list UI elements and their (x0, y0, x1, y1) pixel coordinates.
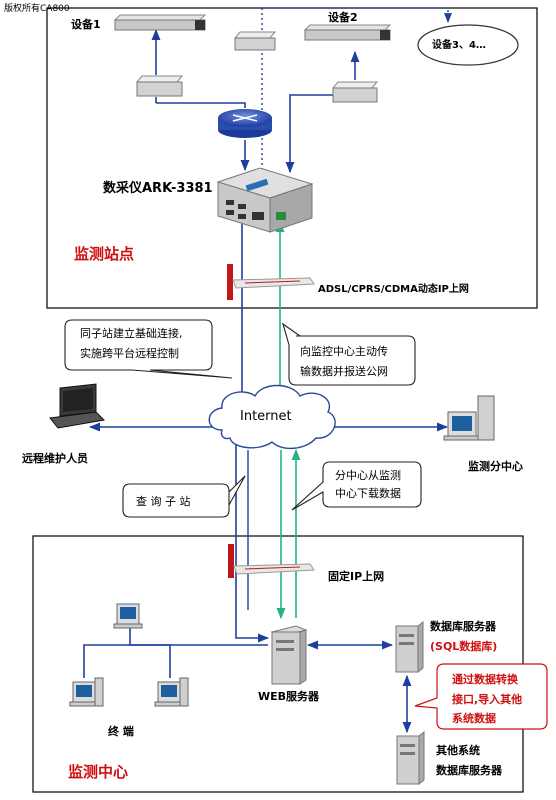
internet-cloud-icon (208, 384, 336, 449)
callout-sub-download-line2: 中心下载数据 (335, 486, 401, 500)
collector-label: 数采仪ARK-3381 (103, 180, 213, 196)
firewall-bottom-icon (228, 544, 315, 578)
other-system-line2: 数据库服务器 (436, 763, 503, 777)
center-title: 监测中心 (68, 763, 128, 781)
callout-push-data-line1: 向监控中心主动传 (300, 344, 388, 358)
devices-more-bubble (417, 24, 519, 66)
convert-line2: 接口,导入其他 (452, 692, 522, 706)
switch-right-icon (331, 81, 379, 103)
subcenter-label: 监测分中心 (468, 459, 523, 473)
web-server-label: WEB服务器 (258, 689, 320, 703)
other-system-line1: 其他系统 (436, 743, 480, 757)
uplink-label: ADSL/CPRS/CDMA动态IP上网 (318, 282, 469, 295)
station-links (151, 28, 360, 174)
db-sql-label: (SQL数据库) (430, 639, 497, 653)
db-server-label: 数据库服务器 (430, 619, 497, 633)
terminal-icon (113, 603, 143, 629)
callout-push-data (282, 322, 416, 386)
callout-convert (414, 663, 548, 730)
terminal-label: 终 端 (108, 724, 134, 738)
callout-same-station-line2: 实施跨平台远程控制 (80, 346, 179, 360)
callout-sub-download-line1: 分中心从监测 (335, 469, 401, 482)
switch-left-icon (135, 75, 184, 97)
main-links (83, 220, 449, 734)
callout-sub-download (291, 461, 422, 511)
convert-line3: 系统数据 (452, 711, 496, 725)
router-icon (218, 109, 272, 138)
laptop-icon (49, 383, 106, 429)
web-server-icon (270, 625, 308, 685)
callout-same-station-line1: 同子站建立基础连接, (80, 326, 183, 340)
other-db-server-icon (396, 730, 425, 786)
terminal-icon (69, 677, 104, 707)
terminal-icon (154, 677, 189, 707)
callout-push-data-line2: 输数据并报送公网 (300, 364, 388, 378)
dotted-link (261, 7, 452, 170)
devices-more-label: 设备3、4… (432, 38, 486, 51)
station-title: 监测站点 (74, 245, 134, 263)
callout-same-station (64, 319, 233, 379)
collector-icon (216, 167, 314, 233)
callout-query-label: 查 询 子 站 (136, 494, 191, 508)
convert-line1: 通过数据转换 (452, 672, 519, 686)
callout-query (122, 475, 246, 518)
remote-label: 远程维护人员 (22, 451, 88, 465)
subcenter-pc-icon (443, 395, 495, 441)
device1-icon (113, 14, 207, 31)
db-server-icon (395, 620, 424, 674)
fixed-ip-label: 固定IP上网 (328, 569, 384, 583)
device1-label: 设备1 (71, 17, 101, 31)
device2-label: 设备2 (328, 10, 358, 24)
watermark-text: 版权所有CA800 (4, 2, 70, 14)
internet-label: Internet (240, 409, 292, 424)
firewall-top-icon (227, 264, 315, 300)
device2-icon (303, 24, 392, 41)
switch-mid-icon (233, 31, 277, 51)
